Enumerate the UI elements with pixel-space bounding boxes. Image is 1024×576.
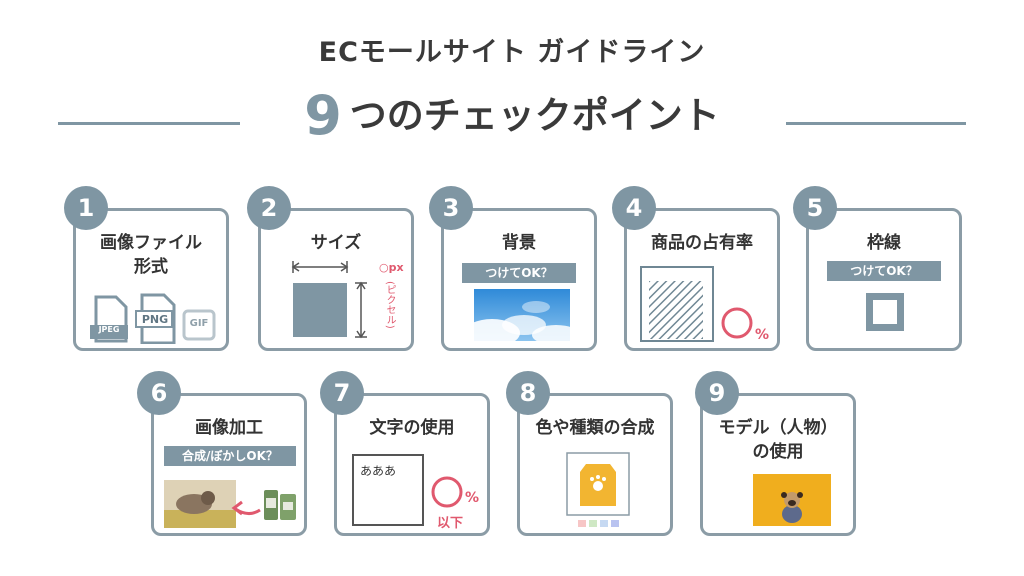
size-diagram <box>291 261 367 339</box>
composite-photo <box>164 480 296 528</box>
card-9: モデル（人物） の使用 <box>700 393 856 536</box>
card-4-title: 商品の占有率 <box>651 233 753 253</box>
card-7-title: 文字の使用 <box>369 418 455 438</box>
card-5: 枠線 つけてOK？ <box>806 208 962 351</box>
frame-border-icon <box>866 293 904 331</box>
card-4: 商品の占有率 % <box>624 208 780 351</box>
card-3-title: 背景 <box>502 233 536 253</box>
right-rule <box>786 122 966 125</box>
jpeg-file-icon <box>90 295 128 343</box>
badge-9: 9 <box>695 371 739 415</box>
gif-label: GIF <box>189 318 209 329</box>
size-unit-note: (ピクセル) <box>384 281 395 329</box>
percent-circle <box>431 476 463 508</box>
occupancy-diagram <box>640 266 753 342</box>
card-3: 背景 つけてOK？ <box>441 208 597 351</box>
png-file-icon <box>135 293 176 344</box>
badge-1: 1 <box>64 186 108 230</box>
model-photo <box>753 474 831 526</box>
main-title: 9 つのチェックポイント <box>0 86 1024 146</box>
card-9-title-line2: の使用 <box>752 442 804 462</box>
card-6-title: 画像加工 <box>195 418 263 438</box>
file-format-icons <box>90 293 216 344</box>
badge-3: 3 <box>429 186 473 230</box>
card-7-percent: % <box>465 490 480 506</box>
badge-8: 8 <box>506 371 550 415</box>
card-2: サイズ ○px (ピクセル) <box>258 208 414 351</box>
card-9-title-line1: モデル（人物） <box>718 418 838 438</box>
card-3-bar: つけてOK？ <box>462 263 576 283</box>
sample-text: あああ <box>360 464 397 478</box>
badge-5: 5 <box>793 186 837 230</box>
jpeg-label: JPEG <box>98 325 120 334</box>
card-6-bar: 合成/ぼかしOK？ <box>164 446 296 466</box>
left-rule <box>58 122 240 125</box>
card-7-below: 以下 <box>437 516 464 531</box>
png-label: PNG <box>141 313 169 326</box>
title-text: つのチェックポイント <box>349 94 720 137</box>
badge-7: 7 <box>320 371 364 415</box>
card-1-title-line1: 画像ファイル <box>100 233 202 253</box>
supertitle: ECモールサイト ガイドライン <box>318 37 706 68</box>
color-variation-product <box>566 452 630 527</box>
title-number: 9 <box>304 84 342 147</box>
badge-4: 4 <box>612 186 656 230</box>
card-6: 画像加工 合成/ぼかしOK？ <box>151 393 307 536</box>
card-5-title: 枠線 <box>867 233 901 253</box>
card-8-title: 色や種類の合成 <box>535 418 655 438</box>
sky-background-image <box>474 289 570 341</box>
text-area-box: あああ <box>352 454 424 526</box>
size-unit: ○px <box>379 261 404 274</box>
card-5-bar: つけてOK？ <box>827 261 941 281</box>
gif-file-icon <box>182 309 216 341</box>
badge-6: 6 <box>137 371 181 415</box>
badge-2: 2 <box>247 186 291 230</box>
card-8: 色や種類の合成 <box>517 393 673 536</box>
card-7: 文字の使用 あああ % 以下 <box>334 393 490 536</box>
card-2-title: サイズ <box>310 233 362 253</box>
card-1: 画像ファイル 形式 JPEG PNG GIF <box>73 208 229 351</box>
card-1-title-line2: 形式 <box>134 257 168 277</box>
card-4-percent: % <box>755 327 770 343</box>
